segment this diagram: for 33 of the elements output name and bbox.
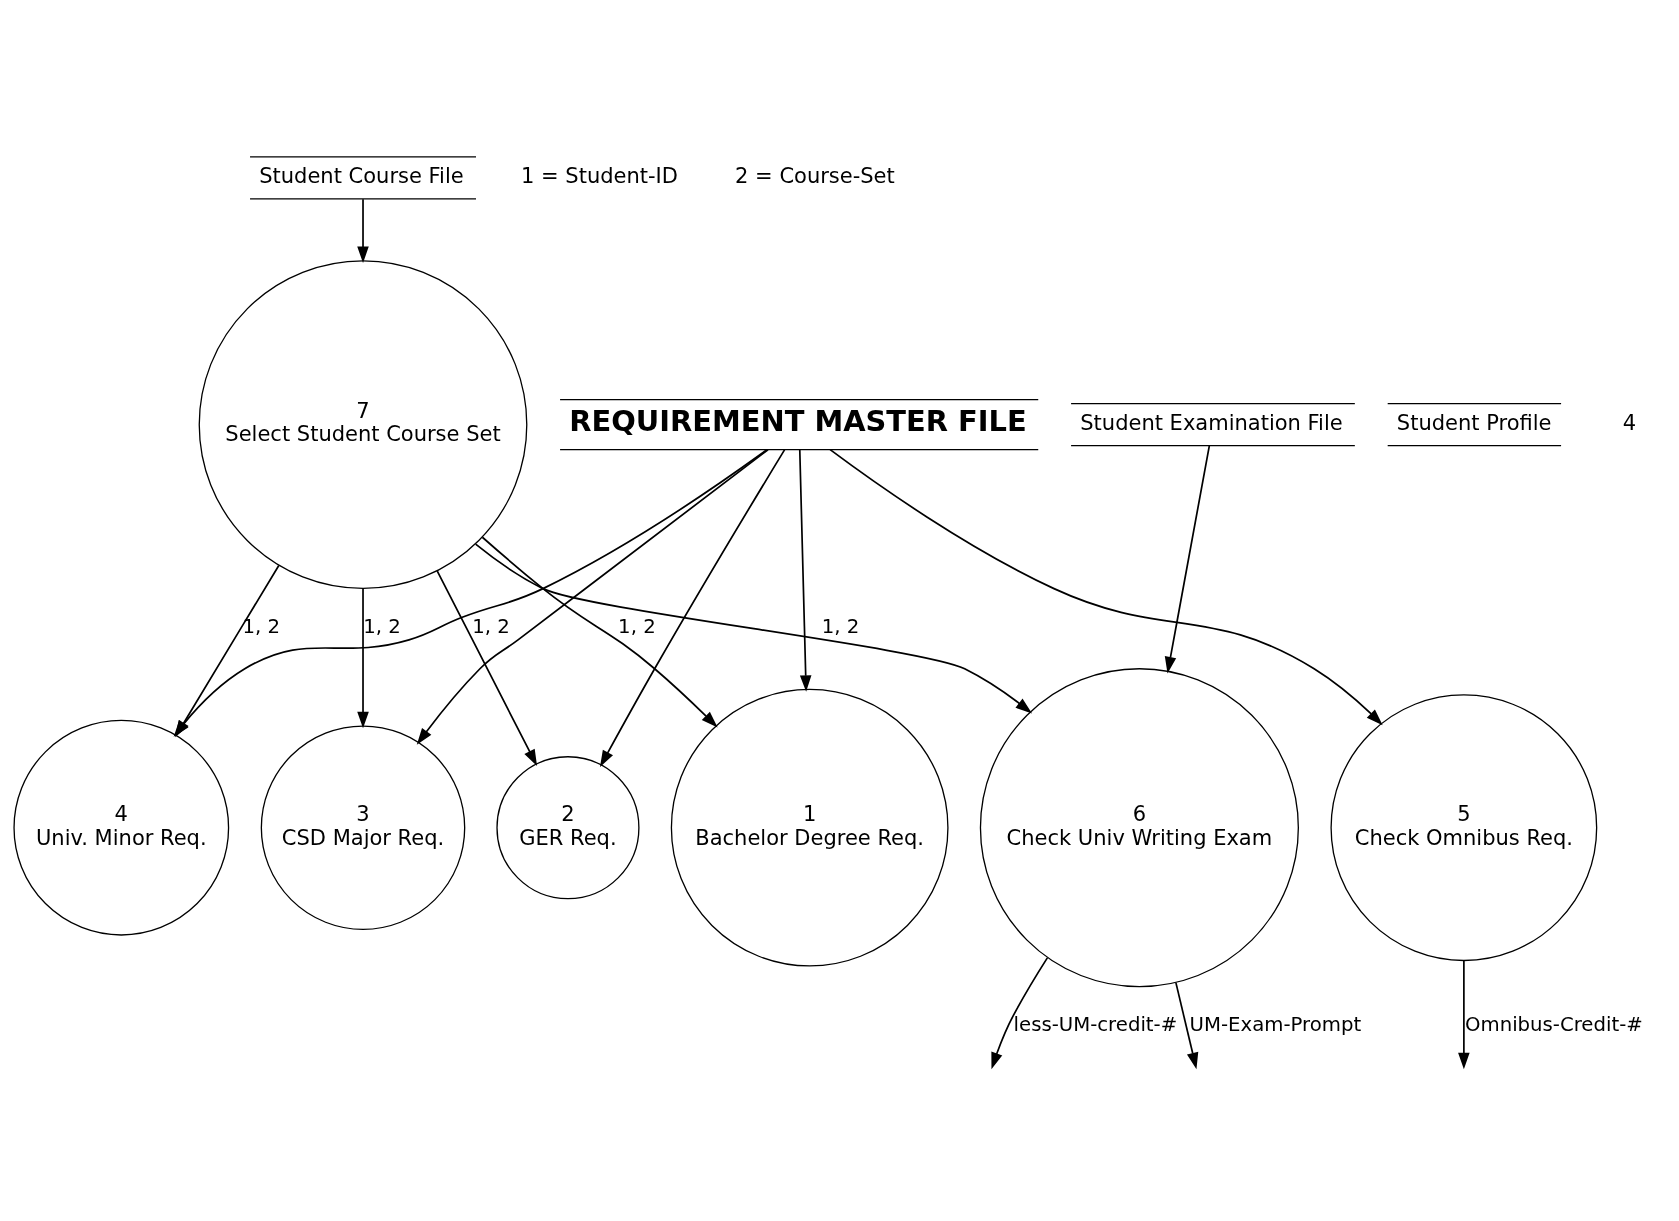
arrow: [600, 448, 786, 767]
edge-label: Omnibus-Credit-#: [1464, 1012, 1643, 1036]
arrow: [416, 448, 769, 745]
label: 2 = Course-Set: [735, 162, 895, 188]
node-text: Student Course File: [259, 162, 464, 188]
node-circle: 5 Check Omnibus Req.: [1330, 693, 1598, 961]
node-text: Student Examination File: [1080, 409, 1343, 435]
node-circle: 1 Bachelor Degree Req.: [670, 688, 949, 967]
arrow: [357, 197, 369, 263]
edge-label: 1, 2: [363, 614, 401, 638]
arrow: [1164, 444, 1211, 673]
arrow: [798, 448, 812, 692]
arrow: [1458, 959, 1470, 1069]
arrow: [474, 542, 1033, 713]
node-text: Student Profile: [1396, 409, 1552, 435]
arrow: [357, 587, 369, 728]
edge-label: 1, 2: [618, 614, 656, 638]
label: 1 = Student-ID: [521, 162, 678, 188]
arrow: [991, 956, 1049, 1069]
node-circle: 2 GER Req.: [496, 755, 640, 899]
edge-label: 1, 2: [242, 614, 280, 638]
arrow: [481, 535, 718, 728]
edge-label: less-UM-credit-#: [1013, 1012, 1178, 1036]
node-text: REQUIREMENT MASTER FILE: [569, 403, 1027, 438]
arrow: [829, 448, 1383, 725]
label: 4: [1622, 409, 1637, 435]
arrow: [1175, 981, 1199, 1069]
node-circle: 6 Check Univ Writing Exam: [979, 667, 1299, 987]
edge-label: 1, 2: [472, 614, 510, 638]
edge-label: 1, 2: [821, 614, 860, 638]
arrow: [436, 569, 538, 766]
edge-label: UM-Exam-Prompt: [1189, 1012, 1362, 1036]
node-circle: 7 Select Student Course Set: [198, 259, 528, 589]
